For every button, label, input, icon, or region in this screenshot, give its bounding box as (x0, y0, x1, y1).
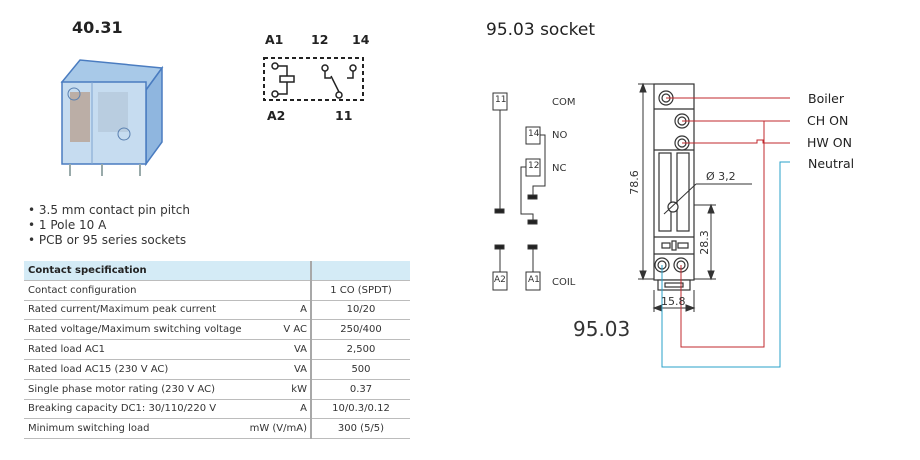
spec-value: 10/20 (309, 300, 410, 321)
contact-bar (527, 219, 538, 225)
spec-label: Rated load AC1 (24, 339, 246, 360)
terminal-box-a2 (492, 271, 508, 291)
terminal-id-a1: A1 (528, 275, 540, 285)
spec-label: Single phase motor rating (230 V AC) (24, 379, 246, 400)
contact-bar (527, 194, 538, 200)
spec-unit: mW (V/mA) (245, 418, 311, 440)
spec-value: 300 (5/5) (309, 418, 410, 440)
spec-value: 10/0.3/0.12 (309, 399, 410, 420)
wire-ch-return (680, 121, 765, 348)
contact-bar (527, 244, 538, 250)
socket-model-label: 95.03 (573, 317, 631, 341)
wire-label-hw-on: HW ON (807, 135, 852, 150)
spec-label: Rated current/Maximum peak current (24, 300, 246, 321)
pin-label-12: 12 (311, 32, 329, 47)
relay-model-title: 40.31 (72, 18, 123, 37)
terminal-id-11: 11 (495, 95, 507, 105)
dimension-lower: 28.3 (697, 230, 711, 255)
wire-label-ch-on: CH ON (807, 113, 849, 128)
wires (661, 97, 790, 368)
contact-bar (494, 244, 505, 250)
terminal-box-a1 (525, 271, 541, 291)
pin-label-11: 11 (335, 108, 353, 123)
feature-item: PCB or 95 series sockets (28, 233, 190, 248)
table-header-row: Contact specification (24, 261, 410, 281)
wire-label-boiler: Boiler (808, 91, 844, 106)
relay-schematic: A1 12 14 A2 11 (255, 28, 385, 128)
spec-label: Rated load AC15 (230 V AC) (24, 359, 246, 380)
terminal-id-a2: A2 (494, 275, 506, 285)
contact-spec-table: Contact specification Contact configurat… (24, 261, 410, 440)
terminal-label-com: COM (552, 97, 576, 108)
spec-label: Minimum switching load (24, 418, 246, 440)
feature-item: 1 Pole 10 A (28, 218, 190, 233)
table-header: Contact specification (24, 261, 311, 281)
spec-unit: VA (245, 339, 311, 360)
terminal-label-nc: NC (552, 163, 567, 174)
spec-unit: A (245, 399, 311, 420)
spec-value: 1 CO (SPDT) (309, 280, 410, 301)
feature-item: 3.5 mm contact pin pitch (28, 203, 190, 218)
terminal-schematic (492, 92, 546, 291)
spec-value: 500 (309, 359, 410, 380)
spec-unit: kW (245, 379, 311, 400)
spec-value: 250/400 (309, 319, 410, 341)
table-row: Contact configuration 1 CO (SPDT) (24, 280, 410, 301)
spec-unit: A (245, 300, 311, 321)
dimension-lines (638, 82, 752, 312)
pin-label-14: 14 (352, 32, 370, 47)
socket-body (653, 83, 695, 291)
dimension-height: 78.6 (627, 170, 641, 195)
dimension-width: 15.8 (661, 295, 686, 308)
terminal-label-no: NO (552, 130, 568, 141)
wire-neutral (661, 161, 790, 368)
wire-label-neutral: Neutral (808, 156, 855, 171)
socket-title: 95.03 socket (486, 20, 596, 40)
spec-label: Contact configuration (24, 280, 246, 301)
feature-list: 3.5 mm contact pin pitch 1 Pole 10 A PCB… (28, 203, 190, 248)
pin-label-a2: A2 (267, 108, 286, 123)
spec-unit (245, 280, 311, 301)
schematic-symbol (263, 57, 364, 101)
table-header-value (309, 261, 410, 281)
spec-unit: V AC (245, 319, 311, 341)
relay-photo (60, 59, 164, 176)
spec-label: Rated voltage/Maximum switching voltage (24, 319, 246, 341)
pin-label-a1: A1 (265, 32, 284, 47)
wire-hw-on (682, 139, 790, 144)
terminal-id-12: 12 (528, 161, 540, 171)
contact-bar (494, 208, 505, 214)
dimension-hole: Ø 3,2 (706, 170, 736, 183)
spec-label: Breaking capacity DC1: 30/110/220 V (24, 399, 246, 420)
spec-value: 2,500 (309, 339, 410, 360)
spec-unit: VA (245, 359, 311, 380)
terminal-id-14: 14 (528, 129, 540, 139)
spec-value: 0.37 (309, 379, 410, 400)
terminal-label-coil: COIL (552, 277, 576, 288)
